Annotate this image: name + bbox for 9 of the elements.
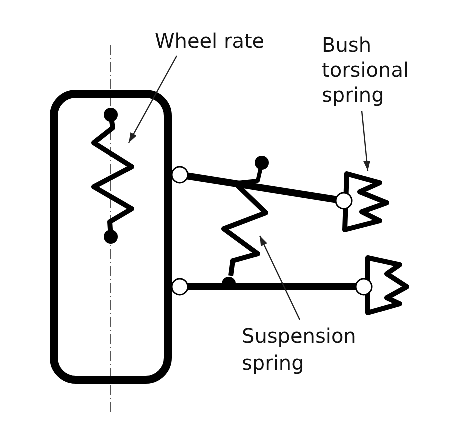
leader-line <box>361 110 370 172</box>
leader-line <box>259 236 301 320</box>
callout-label: Bush torsional spring <box>322 33 409 108</box>
callout-label: Wheel rate <box>155 29 265 53</box>
spring-symbol <box>92 108 134 244</box>
leader-line <box>128 56 178 144</box>
spring-symbol <box>222 156 269 284</box>
bush-spring-symbol <box>342 172 390 232</box>
callout-label: Suspension spring <box>242 323 356 377</box>
